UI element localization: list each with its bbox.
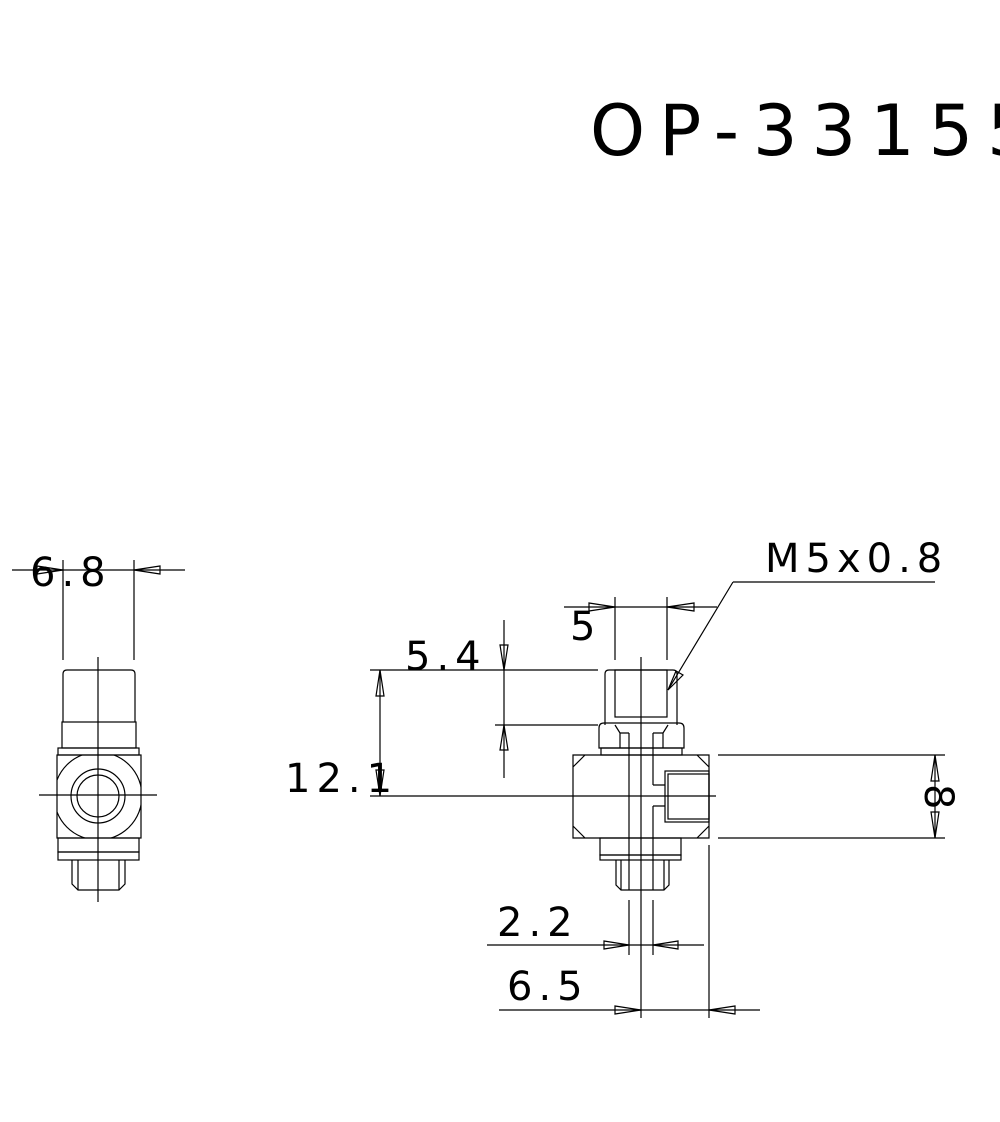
thread-callout: M5x0.8 bbox=[765, 536, 948, 582]
top-cap bbox=[62, 669, 136, 722]
dim-body-height: 8 bbox=[915, 784, 961, 815]
body bbox=[572, 754, 710, 839]
dim-bore: 2.2 bbox=[497, 900, 579, 946]
front-view: 5 M5x0.8 12.1 5.4 bbox=[285, 536, 961, 1018]
dim-total-height: 12.1 bbox=[285, 756, 398, 802]
arrow-icon bbox=[36, 565, 64, 575]
body bbox=[56, 754, 142, 839]
dim-side-width: 6.8 bbox=[30, 550, 112, 596]
arrow-icon bbox=[133, 565, 161, 575]
dim-offset: 6.5 bbox=[507, 964, 589, 1010]
dim-top-height: 5.4 bbox=[405, 634, 487, 680]
part-number-title: OP-33155 bbox=[590, 90, 1000, 172]
side-view: 6.8 bbox=[12, 550, 185, 902]
dim-port-width: 5 bbox=[570, 604, 601, 650]
